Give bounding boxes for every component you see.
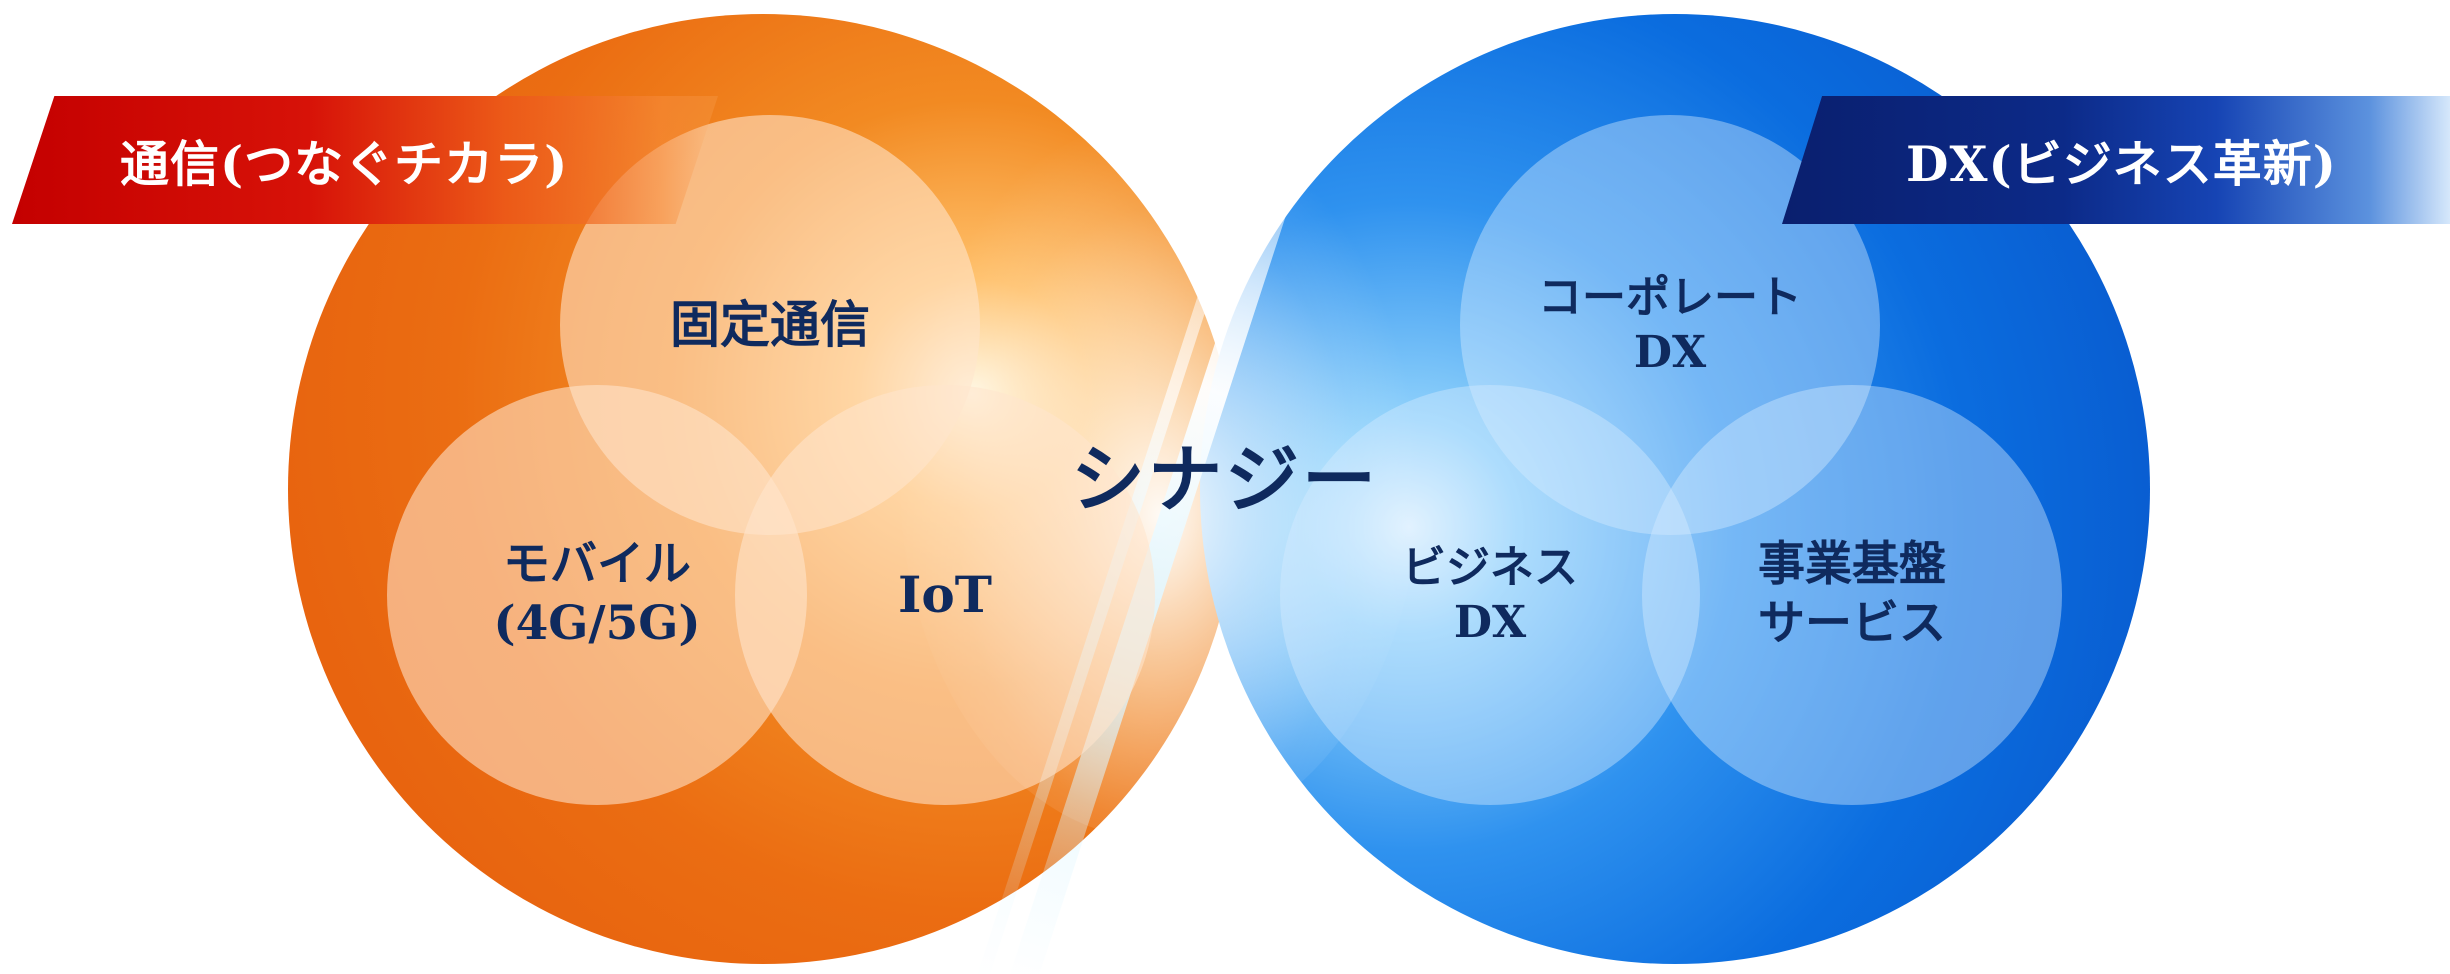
platform-service-label: 事業基盤	[1758, 537, 1946, 593]
mobile-label: モバイル	[503, 537, 691, 593]
business-dx-sublabel: DX	[1453, 597, 1527, 648]
telecom-banner: 通信(つなぐチカラ)	[12, 96, 718, 224]
mobile-sublabel: (4G/5G)	[493, 596, 701, 651]
platform-service-sublabel: サービス	[1758, 596, 1946, 651]
iot-circle: IoT	[735, 385, 1155, 805]
platform-service-circle: 事業基盤 サービス	[1642, 385, 2062, 805]
iot-label: IoT	[898, 564, 992, 624]
synergy-label: シナジー	[1071, 437, 1379, 523]
fixed-line-label: 固定通信	[670, 294, 870, 354]
telecom-banner-title: 通信(つなぐチカラ)	[120, 134, 569, 193]
dx-banner: DX(ビジネス革新)	[1782, 96, 2450, 224]
dx-banner-title: DX(ビジネス革新)	[1906, 134, 2337, 193]
business-dx-circle: ビジネス DX	[1280, 385, 1700, 805]
business-dx-label: ビジネス	[1402, 542, 1578, 593]
corporate-dx-label: コーポレート	[1538, 272, 1802, 323]
corporate-dx-sublabel: DX	[1633, 327, 1707, 378]
